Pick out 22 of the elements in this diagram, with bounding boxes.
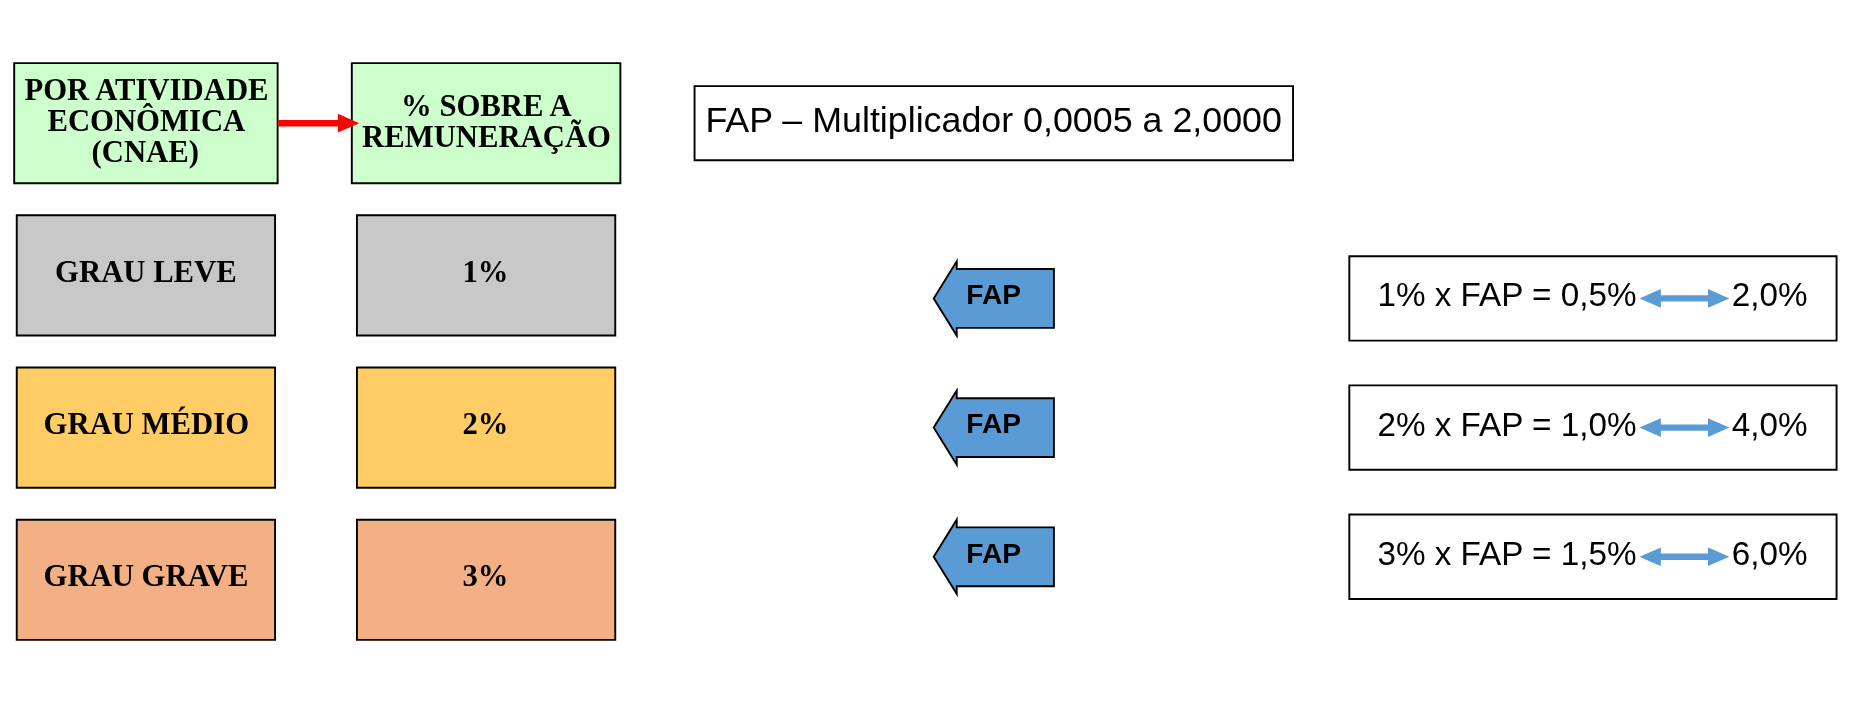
cluster	[1348, 384, 1838, 471]
node-text: 6,0%	[1731, 534, 1808, 572]
node-box: 3%	[355, 518, 617, 641]
node-text: 1% x FAP = 0,5%	[1377, 276, 1637, 314]
node-box: FAP – Multiplicador 0,0005 a 2,0000	[693, 85, 1294, 162]
node-text: 4,0%	[1731, 405, 1808, 443]
arrow	[1639, 289, 1730, 308]
node-text: 3% x FAP = 1,5%	[1377, 534, 1637, 572]
arrow	[277, 113, 360, 133]
node-box: POR ATIVIDADE ECONÔMICA (CNAE)	[13, 62, 279, 185]
node-text: 2,0%	[1731, 276, 1808, 314]
node-box: GRAU MÉDIO	[15, 366, 277, 489]
node-box: GRAU LEVE	[15, 214, 277, 337]
arrow	[1639, 547, 1730, 567]
node-text: 2% x FAP = 1,0%	[1377, 405, 1637, 443]
node-box: GRAU GRAVE	[15, 518, 277, 641]
arrow	[1639, 418, 1730, 437]
node-box: 1%	[355, 214, 617, 337]
node-box: % SOBRE A REMUNERAÇÃO	[350, 62, 622, 185]
node-box: 2%	[355, 366, 617, 489]
cluster	[1348, 513, 1838, 600]
cluster	[1348, 255, 1838, 342]
